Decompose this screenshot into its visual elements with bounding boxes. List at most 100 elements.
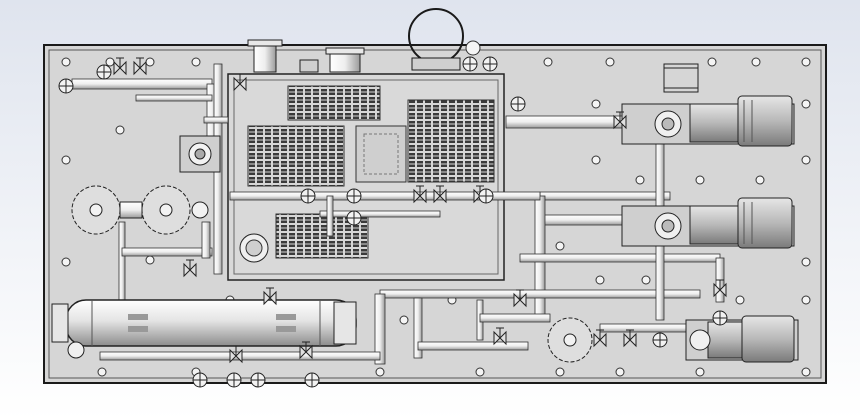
gate-valve-icon [233,73,247,92]
gate-valve-icon [433,185,447,204]
mounting-hole-icon [145,57,155,67]
valves [58,56,728,388]
gate-valve-icon [300,188,316,204]
gate-valve-icon [478,188,494,204]
enclosure-nozzles [247,39,365,73]
pipe-segment [319,210,441,218]
mounting-hole-icon [801,257,811,267]
gate-valve-icon [712,310,728,326]
gate-valve-icon [623,329,637,348]
pipe-segment [203,116,229,124]
pipe-segment [374,293,386,365]
pipe-segment [479,313,551,323]
gate-valve-icon [493,327,507,346]
gate-valve-icon [299,341,313,360]
mounting-hole-icon [115,125,125,135]
mounting-hole-icon [191,57,201,67]
mounting-hole-icon [801,99,811,109]
gate-valve-icon [183,259,197,278]
mounting-hole-icon [801,367,811,377]
pipe-segment [413,297,423,359]
pipe-segment [655,139,665,207]
mounting-hole-icon [475,367,485,377]
pipe-segment [135,94,213,102]
gate-valve-icon [593,329,607,348]
gate-valve-icon [226,372,242,388]
pipe-segment [121,247,213,257]
mounting-hole-icon [801,57,811,67]
mounting-hole-icon [399,315,409,325]
gate-valve-icon [413,185,427,204]
mounting-hole-icon [375,367,385,377]
pump-motor-icon [685,315,799,363]
pipe-segment [505,115,625,129]
gate-valve-icon [113,57,127,76]
pipe-segment [519,253,721,263]
gate-valve-icon [192,372,208,388]
pipe-segment [229,191,541,201]
gate-valve-icon [58,78,74,94]
mounting-hole-icon [543,57,553,67]
mounting-hole-icon [751,57,761,67]
gate-valve-icon [613,111,627,130]
gate-valve-icon [482,56,498,72]
gate-valve-icon [96,64,112,80]
gate-valve-icon [346,210,362,226]
filter-housing [71,185,209,235]
mounting-hole-icon [801,155,811,165]
mounting-hole-icon [61,155,71,165]
mounting-hole-icon [555,367,565,377]
pipe-segment [326,195,334,237]
mounting-hole-icon [755,175,765,185]
gate-valve-icon [713,279,727,298]
gate-valve-icon [513,289,527,308]
lifting-ring-icon [408,8,481,71]
flange-icon [663,63,699,93]
mounting-hole-icon [61,257,71,267]
gate-valve-icon [304,372,320,388]
gate-valve-icon [652,332,668,348]
mounting-hole-icon [61,57,71,67]
mounting-hole-icon [641,275,651,285]
pipe-segment [71,78,213,90]
pipe-segment [655,245,665,321]
mounting-hole-icon [615,367,625,377]
gate-valve-icon [263,287,277,306]
pump-motor-icon [621,95,795,147]
pressure-gauge-icon [179,135,221,173]
pipe-segment [539,214,625,226]
ventilation-grille-icon [247,125,345,187]
mounting-hole-icon [591,99,601,109]
ventilation-grille-icon [407,99,495,183]
heat-exchanger-icon [51,299,357,359]
control-enclosure [227,73,505,281]
pipe-segment [539,191,671,201]
mounting-hole-icon [801,295,811,305]
mounting-hole-icon [97,367,107,377]
gate-valve-icon [510,96,526,112]
mounting-hole-icon [605,57,615,67]
mounting-hole-icon [635,175,645,185]
mounting-hole-icon [145,255,155,265]
ventilation-grille-icon [287,85,381,121]
pump-motor-icon [621,197,795,249]
mounting-hole-icon [595,275,605,285]
gate-valve-icon [250,372,266,388]
pipe-segment [379,289,701,299]
pipe-segment [599,323,687,333]
strainer [547,317,593,363]
pipe-segment [201,221,211,259]
mounting-hole-icon [707,57,717,67]
mounting-hole-icon [591,155,601,165]
gate-valve-icon [346,188,362,204]
mounting-hole-icon [105,57,115,67]
pipe-segment [118,221,126,303]
gate-valve-icon [229,345,243,364]
mounting-hole-icon [555,241,565,251]
pipe-segment [417,341,529,351]
gate-valve-icon [133,57,147,76]
mounting-hole-icon [695,175,705,185]
mounting-hole-icon [735,295,745,305]
gate-valve-icon [462,56,478,72]
